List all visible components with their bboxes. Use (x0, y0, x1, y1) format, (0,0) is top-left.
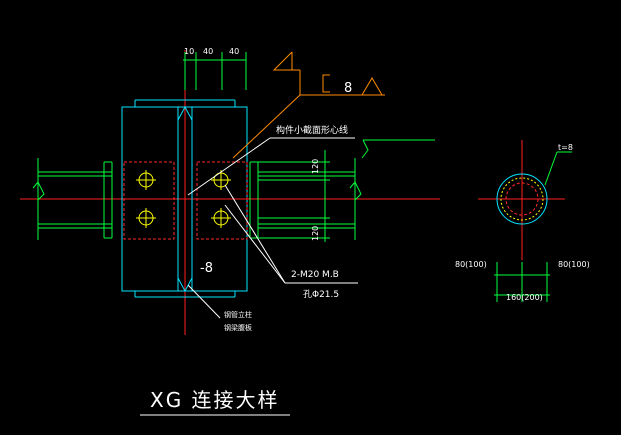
drawing-title: XG 连接大样 (150, 388, 280, 412)
top-dim-2: 40 (203, 47, 213, 56)
connection-detail: 10 40 40 120 120 8 构件小截面形心线 (20, 47, 440, 416)
bolt-left-bottom (136, 208, 156, 228)
side-dim-left: 80(100) (455, 260, 487, 269)
vertical-dimension-chain (258, 150, 330, 242)
left-plate (123, 161, 175, 240)
callout-column: 钢管立柱 (224, 310, 252, 319)
left-beam (32, 158, 113, 240)
top-dim-1: 10 (184, 47, 194, 56)
side-view: t=8 80(100) 80(100) 160(200) (455, 140, 590, 302)
connection-plates (123, 161, 248, 240)
side-plate-label: t=8 (558, 143, 573, 152)
bolt-left-top (136, 170, 156, 190)
vertical-dim-lower: 120 (311, 226, 320, 241)
top-dim-3: 40 (229, 47, 239, 56)
pipe-bolt-ring (500, 177, 544, 221)
callout-web: 钢梁腹板 (224, 323, 252, 332)
section-label-leader (187, 137, 355, 196)
weld-symbol (232, 51, 385, 159)
bolt-right-bottom (211, 208, 231, 228)
hole-spec: 孔Φ21.5 (303, 289, 339, 300)
right-plate (196, 161, 248, 240)
plate-thickness: -8 (200, 261, 213, 276)
side-dim-bottom: 160(200) (506, 293, 543, 302)
section-centroid-label: 构件小截面形心线 (276, 124, 348, 136)
weld-value: 8 (344, 81, 352, 96)
callout-leader (187, 284, 221, 319)
bolts (136, 170, 231, 228)
top-dimension-chain (183, 52, 247, 90)
side-dim-right: 80(100) (558, 260, 590, 269)
vertical-dim-upper: 120 (311, 159, 320, 174)
side-dimensions (494, 262, 550, 302)
bolt-spec: 2-M20 M.B (291, 270, 339, 280)
pipe-outer (496, 173, 548, 225)
pipe-inner (505, 182, 539, 216)
right-beam (249, 139, 435, 240)
bolt-spec-leader (224, 184, 358, 284)
bolt-right-top (211, 170, 231, 190)
side-plate-leader (544, 151, 572, 186)
